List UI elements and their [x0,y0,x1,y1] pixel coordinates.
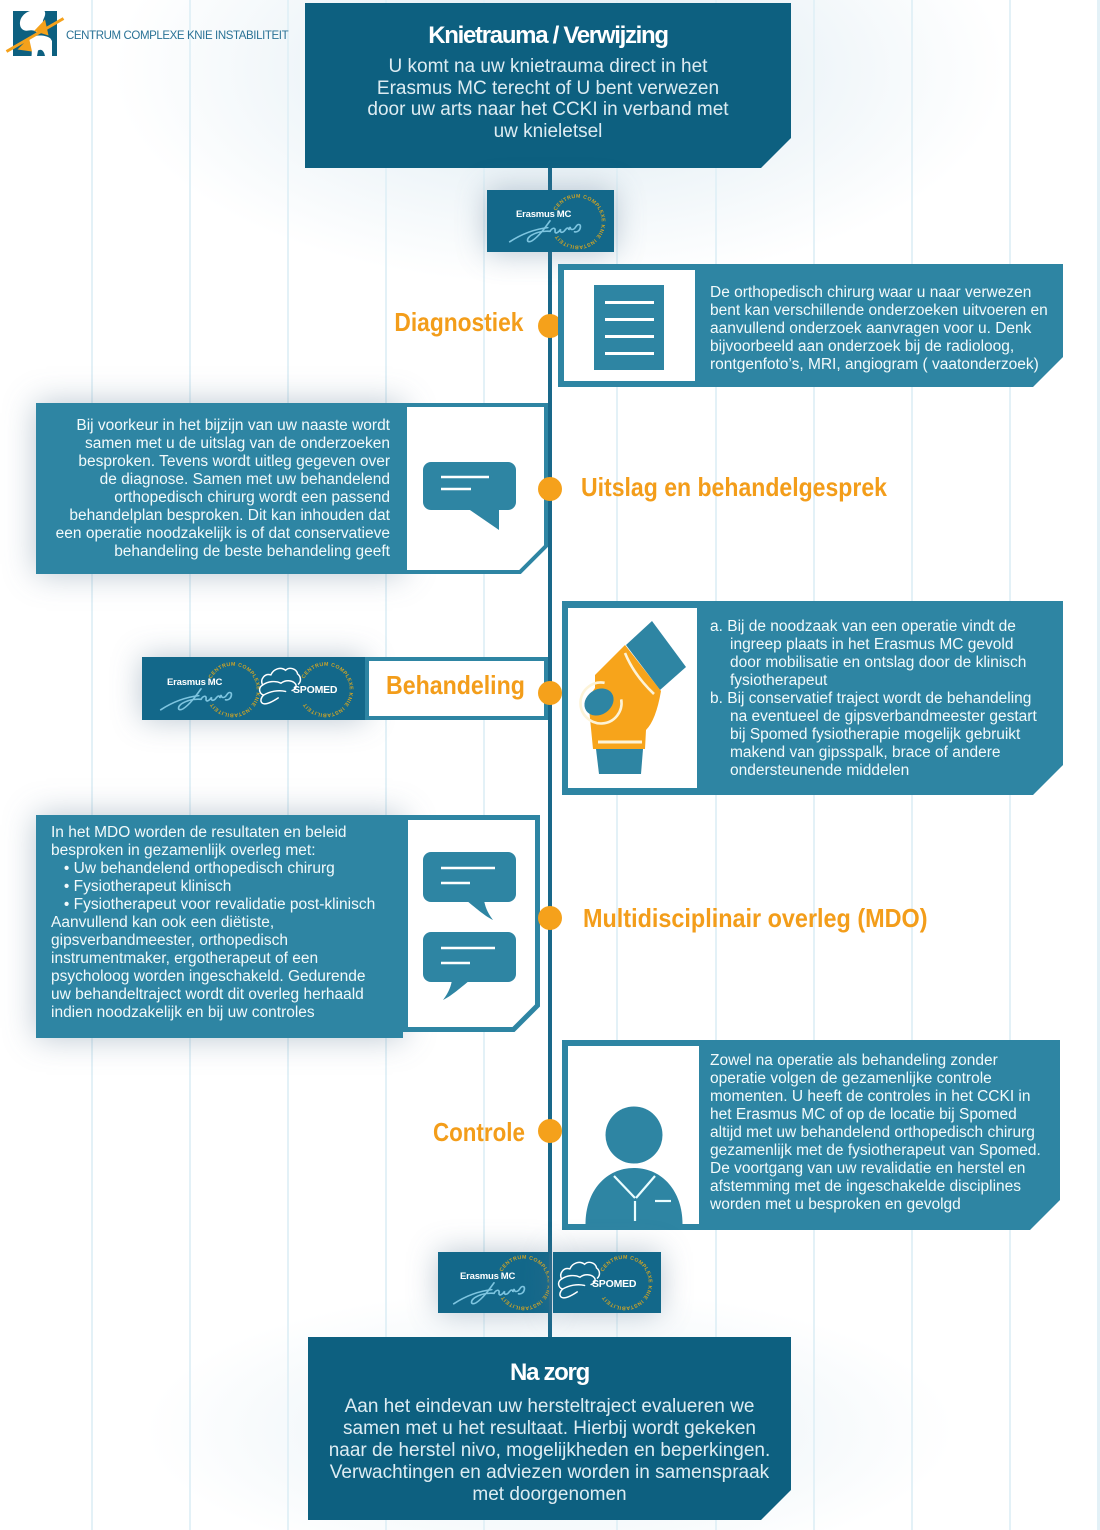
svg-text:CENTRUM COMPLEXE KNIE INSTABIL: CENTRUM COMPLEXE KNIE INSTABILITEIT [499,1255,549,1311]
svg-text:CENTRUM COMPLEXE KNIE INSTABIL: CENTRUM COMPLEXE KNIE INSTABILITEIT [208,662,261,718]
svg-text:CENTRUM COMPLEXE KNIE INSTABIL: CENTRUM COMPLEXE KNIE INSTABILITEIT [553,194,606,250]
